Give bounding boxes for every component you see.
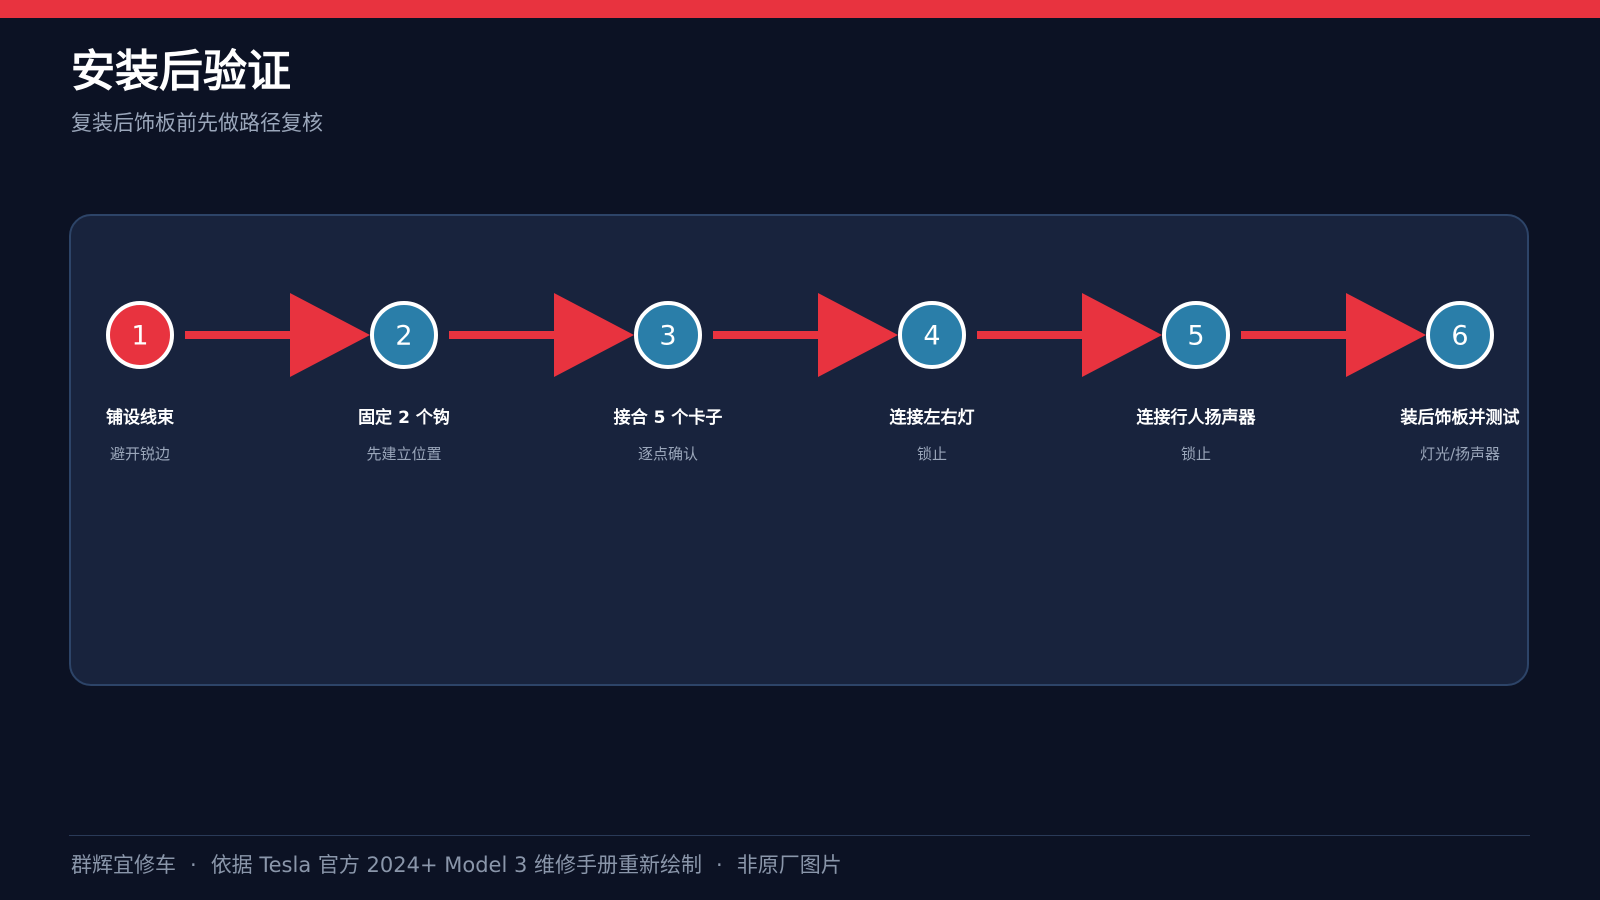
step-description: 灯光/扬声器 — [1419, 445, 1501, 463]
step-number: 4 — [923, 321, 940, 352]
step-number: 1 — [131, 321, 148, 352]
footer: 群辉宜修车 · 依据 Tesla 官方 2024+ Model 3 维修手册重新绘制… — [71, 850, 842, 880]
step-label-6: 装后饰板并测试灯光/扬声器 — [1360, 406, 1560, 465]
step-description: 锁止 — [916, 445, 947, 463]
step-circle — [898, 301, 966, 369]
page-title: 安装后验证 — [71, 46, 291, 97]
step-label-5: 连接行人扬声器锁止 — [1096, 406, 1296, 465]
step-label-1: 铺设线束避开锐边 — [40, 406, 240, 465]
step-number: 5 — [1187, 321, 1204, 352]
step-node-4: 4 — [898, 301, 966, 369]
step-title: 连接左右灯 — [889, 408, 975, 428]
footer-separator: · — [190, 853, 197, 877]
step-number: 2 — [395, 321, 412, 352]
step-node-6: 6 — [1426, 301, 1494, 369]
step-node-2: 2 — [370, 301, 438, 369]
step-label-3: 接合 5 个卡子逐点确认 — [568, 406, 768, 465]
step-circle — [106, 301, 174, 369]
step-number: 3 — [659, 321, 676, 352]
step-description: 逐点确认 — [637, 445, 698, 463]
page-subtitle: 复装后饰板前先做路径复核 — [71, 111, 323, 135]
step-circle — [1162, 301, 1230, 369]
step-circle — [370, 301, 438, 369]
step-description: 避开锐边 — [109, 445, 170, 463]
top-accent-bar — [0, 0, 1600, 18]
step-title: 固定 2 个钩 — [358, 408, 450, 428]
step-title: 连接行人扬声器 — [1136, 408, 1256, 428]
step-title: 装后饰板并测试 — [1400, 408, 1520, 428]
step-title: 接合 5 个卡子 — [613, 408, 723, 428]
step-description: 先建立位置 — [366, 445, 442, 463]
step-node-3: 3 — [634, 301, 702, 369]
step-node-1: 1 — [106, 301, 174, 369]
footer-divider — [69, 835, 1530, 836]
step-title: 铺设线束 — [106, 408, 174, 428]
process-panel — [69, 214, 1529, 686]
footer-separator: · — [716, 853, 723, 877]
step-description: 锁止 — [1180, 445, 1211, 463]
step-number: 6 — [1451, 321, 1468, 352]
step-node-5: 5 — [1162, 301, 1230, 369]
step-circle — [1426, 301, 1494, 369]
footer-note: 非原厂图片 — [736, 853, 842, 877]
footer-source: 依据 Tesla 官方 2024+ Model 3 维修手册重新绘制 — [210, 853, 703, 877]
footer-brand: 群辉宜修车 — [71, 853, 176, 877]
step-label-4: 连接左右灯锁止 — [832, 406, 1032, 465]
step-circle — [634, 301, 702, 369]
step-label-2: 固定 2 个钩先建立位置 — [304, 406, 504, 465]
